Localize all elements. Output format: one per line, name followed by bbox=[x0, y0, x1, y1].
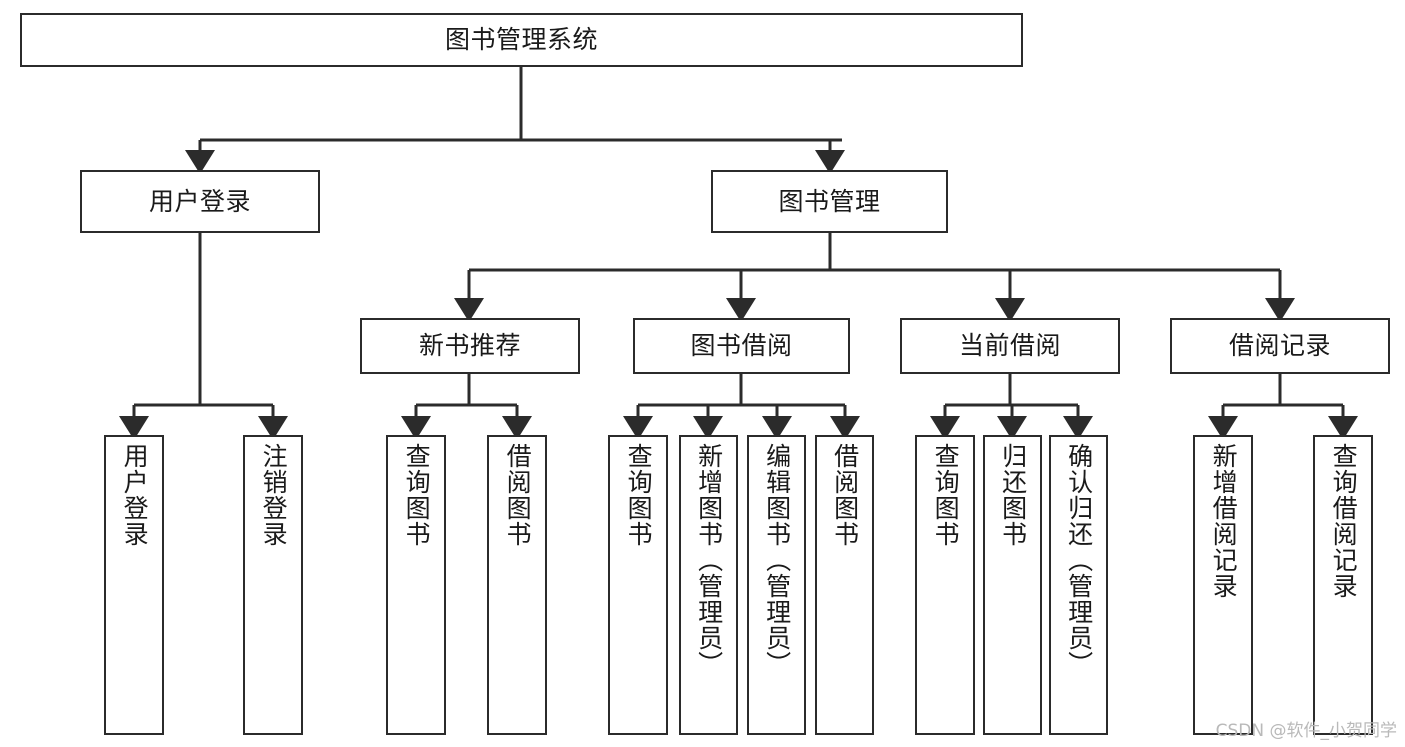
leaf-query-borrow-record[interactable]: 查询借阅记录 bbox=[1313, 435, 1373, 735]
leaf-lend-book[interactable]: 借阅图书 bbox=[815, 435, 874, 735]
node-book-management-label: 图书管理 bbox=[778, 186, 881, 216]
leaf-edit-book-admin-label: 编辑图书（管理员） bbox=[762, 443, 792, 677]
node-root[interactable]: 图书管理系统 bbox=[20, 13, 1023, 67]
leaf-query-book-current-label: 查询图书 bbox=[931, 443, 961, 547]
leaf-borrow-book-new-label: 借阅图书 bbox=[503, 443, 533, 547]
node-root-label: 图书管理系统 bbox=[444, 25, 598, 55]
node-book-borrow-label: 图书借阅 bbox=[690, 331, 793, 361]
leaf-add-borrow-record-label: 新增借阅记录 bbox=[1209, 443, 1239, 599]
node-book-management[interactable]: 图书管理 bbox=[711, 170, 948, 233]
node-current-borrow-label: 当前借阅 bbox=[958, 331, 1061, 361]
leaf-confirm-return-admin[interactable]: 确认归还（管理员） bbox=[1049, 435, 1108, 735]
leaf-return-book-label: 归还图书 bbox=[998, 443, 1028, 547]
leaf-add-borrow-record[interactable]: 新增借阅记录 bbox=[1193, 435, 1253, 735]
leaf-logout-label: 注销登录 bbox=[259, 443, 289, 547]
leaf-user-login-label: 用户登录 bbox=[120, 443, 150, 547]
leaf-logout[interactable]: 注销登录 bbox=[243, 435, 303, 735]
watermark-text: CSDN @软件_小贺同学 bbox=[1215, 721, 1397, 741]
leaf-return-book[interactable]: 归还图书 bbox=[983, 435, 1042, 735]
leaf-edit-book-admin[interactable]: 编辑图书（管理员） bbox=[747, 435, 806, 735]
leaf-query-borrow-record-label: 查询借阅记录 bbox=[1329, 443, 1359, 599]
leaf-query-book-new[interactable]: 查询图书 bbox=[386, 435, 446, 735]
leaf-query-book-current[interactable]: 查询图书 bbox=[915, 435, 975, 735]
node-user-login-label: 用户登录 bbox=[148, 186, 251, 216]
leaf-add-book-admin-label: 新增图书（管理员） bbox=[694, 443, 724, 677]
leaf-query-book-borrow[interactable]: 查询图书 bbox=[608, 435, 668, 735]
leaf-query-book-borrow-label: 查询图书 bbox=[624, 443, 654, 547]
node-new-book-recommend-label: 新书推荐 bbox=[418, 331, 521, 361]
node-borrow-records-label: 借阅记录 bbox=[1228, 331, 1331, 361]
node-new-book-recommend[interactable]: 新书推荐 bbox=[360, 318, 580, 374]
leaf-lend-book-label: 借阅图书 bbox=[830, 443, 860, 547]
node-borrow-records[interactable]: 借阅记录 bbox=[1170, 318, 1390, 374]
node-book-borrow[interactable]: 图书借阅 bbox=[633, 318, 850, 374]
leaf-borrow-book-new[interactable]: 借阅图书 bbox=[487, 435, 547, 735]
leaf-add-book-admin[interactable]: 新增图书（管理员） bbox=[679, 435, 738, 735]
leaf-user-login[interactable]: 用户登录 bbox=[104, 435, 164, 735]
leaf-query-book-new-label: 查询图书 bbox=[402, 443, 432, 547]
leaf-confirm-return-admin-label: 确认归还（管理员） bbox=[1064, 443, 1094, 677]
node-user-login[interactable]: 用户登录 bbox=[80, 170, 320, 233]
node-current-borrow[interactable]: 当前借阅 bbox=[900, 318, 1120, 374]
